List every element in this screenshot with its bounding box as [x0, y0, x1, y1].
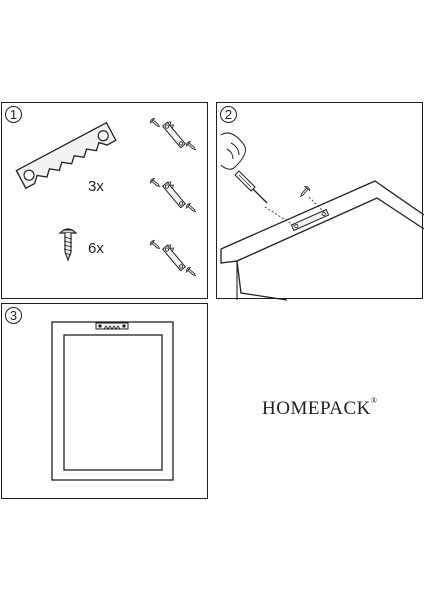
parts-illustration [15, 117, 197, 277]
step-1-panel: 1 [1, 102, 208, 299]
hanger-with-screws-icon [161, 181, 187, 209]
step-3-number: 3 [5, 307, 22, 324]
frame-corner [220, 249, 288, 301]
screwdriver-icon [234, 170, 268, 204]
hanger-with-screws-icon [161, 121, 187, 149]
registered-mark: ® [370, 396, 378, 405]
screw-icon [186, 266, 197, 277]
hanger-quantity: 3x [88, 178, 104, 195]
hanger-with-screws-icon [161, 244, 187, 272]
screw-icon [186, 202, 197, 213]
frame-inner [63, 334, 163, 471]
frame-inner-edge [236, 197, 424, 262]
sawtooth-hanger-large-icon [15, 121, 117, 190]
brand-name: HOMEPACK [262, 398, 371, 419]
step-1-number: 1 [5, 106, 22, 123]
screw-icon [150, 117, 161, 128]
frame-outer-edge [220, 180, 424, 250]
hung-frame-illustration [51, 321, 174, 481]
sawtooth-hanger-icon [95, 322, 129, 330]
brand-logo: HOMEPACK® [262, 396, 378, 420]
step-3-panel: 3 [1, 303, 208, 499]
step-2-number: 2 [220, 106, 237, 123]
step-2-panel: 2 [216, 102, 424, 301]
hand-icon [220, 132, 246, 170]
attach-hanger-illustration [220, 132, 424, 301]
screw-icon [150, 177, 161, 188]
screw-icon [300, 186, 311, 197]
screw-icon [186, 140, 197, 151]
sawtooth-hanger-icon [290, 208, 330, 232]
screw-quantity: 6x [88, 240, 104, 257]
screw-large-icon [58, 228, 78, 262]
screw-icon [150, 239, 161, 250]
